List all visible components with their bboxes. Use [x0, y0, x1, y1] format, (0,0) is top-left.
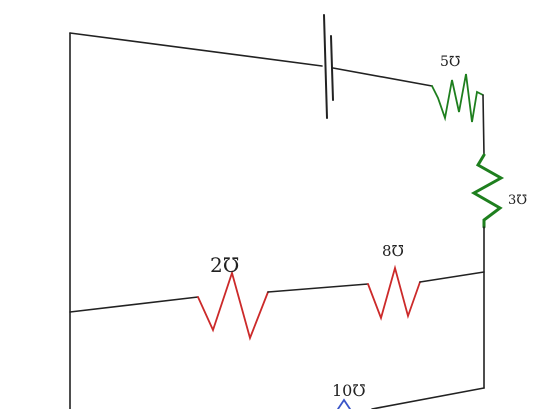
wire-top-left — [69, 32, 323, 67]
battery-long-plate — [323, 14, 328, 119]
resistor-mid-left-label: 2℧ — [210, 253, 239, 277]
resistor-right — [470, 153, 505, 229]
battery-short-plate — [330, 35, 334, 101]
wire-mid-left — [69, 296, 199, 313]
resistor-bottom — [337, 398, 351, 409]
wire-top-right — [332, 67, 433, 87]
wire-bottom — [371, 387, 485, 409]
wire-right-upper — [482, 94, 485, 156]
resistor-right-label: 3℧ — [508, 193, 527, 208]
resistor-mid-left — [197, 269, 269, 341]
wire-mid-center — [267, 283, 369, 293]
resistor-top — [431, 73, 484, 123]
resistor-top-label: 5℧ — [440, 54, 461, 70]
battery-icon — [323, 14, 334, 119]
resistor-mid-right — [367, 264, 421, 321]
resistor-bottom-label: 10℧ — [332, 381, 366, 400]
wire-mid-right — [419, 271, 485, 283]
resistor-mid-right-label: 8℧ — [382, 242, 404, 260]
